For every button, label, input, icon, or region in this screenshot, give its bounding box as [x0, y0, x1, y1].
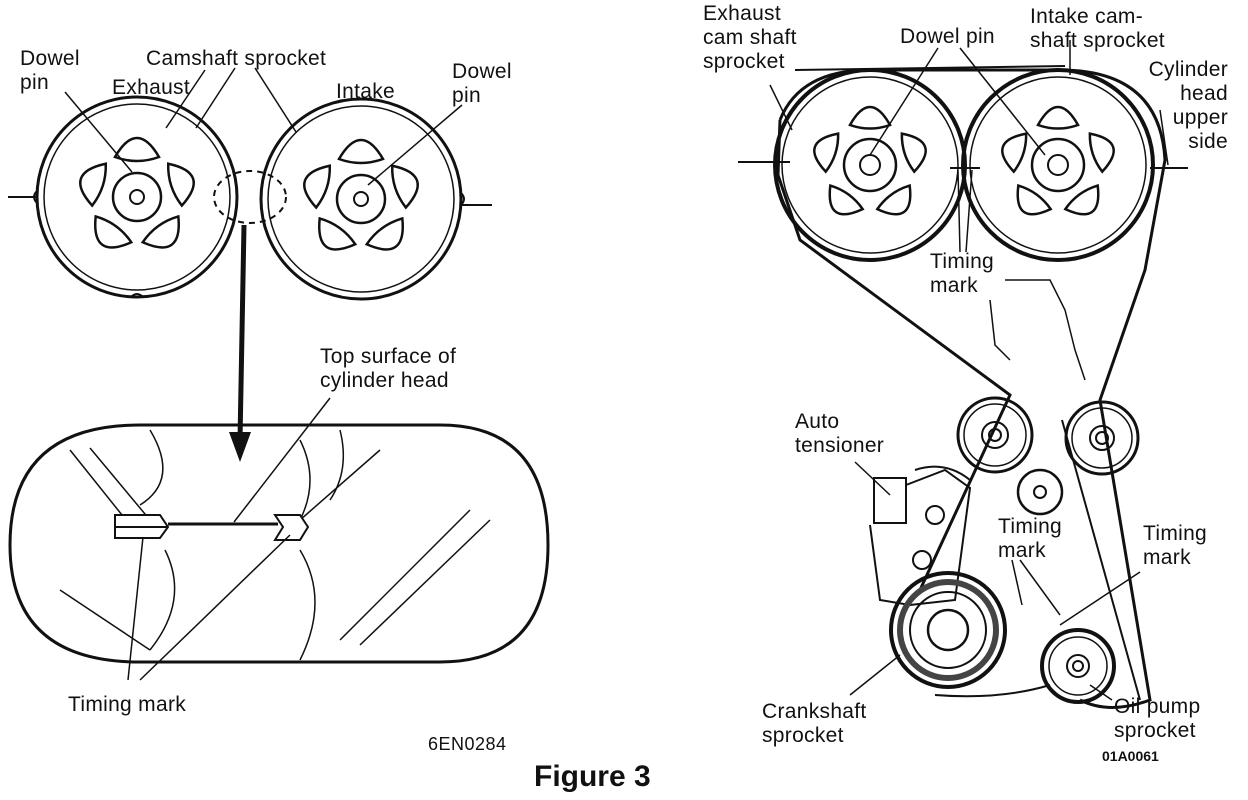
crankshaft-sprocket — [889, 571, 1007, 689]
small-pulley — [1016, 468, 1064, 516]
intake-cam-sprocket-label: Intake cam- shaft sprocket — [1030, 5, 1165, 52]
tensioner-pulley — [956, 396, 1034, 474]
engine-outline — [989, 279, 1086, 381]
timing-mark-upper-label: Timing mark — [930, 250, 995, 297]
timing-mark-right-label: Timing mark — [1143, 522, 1208, 569]
dowel-pin-label: Dowel pin — [900, 25, 995, 48]
top-surface-label: Top surface of cylinder head — [320, 345, 457, 392]
auto-tensioner-body — [869, 465, 972, 607]
exhaust-cam-sprocket-label: Exhaust cam shaft sprocket — [703, 2, 797, 73]
dowel-pin-right-label: Dowel pin — [452, 60, 512, 107]
right-figure-code: 01A0061 — [1102, 748, 1159, 764]
arrow-down — [229, 224, 251, 462]
camshaft-sprocket-label: Camshaft sprocket — [146, 47, 327, 70]
exhaust-label: Exhaust — [112, 76, 190, 99]
exhaust-sprocket — [33, 95, 239, 299]
left-leader-lines — [64, 67, 463, 186]
left-figure-code: 6EN0284 — [428, 734, 507, 754]
timing-mark-left-label: Timing mark — [68, 693, 187, 716]
oil-pump-sprocket-label: Oil pump sprocket — [1114, 695, 1201, 742]
exhaust-cam-sprocket — [773, 68, 967, 262]
dowel-pin-left-label: Dowel pin — [20, 47, 80, 94]
left-bottom-leaders — [127, 397, 331, 681]
oil-pump-sprocket — [1040, 628, 1116, 704]
crankshaft-sprocket-label: Crankshaft sprocket — [762, 700, 867, 747]
cylinder-head-detail — [8, 423, 550, 664]
cylinder-head-upper-side-label: Cylinder head upper side — [1148, 58, 1228, 153]
idler-pulley — [1064, 400, 1140, 476]
timing-belt — [776, 65, 1167, 709]
auto-tensioner-label: Auto tensioner — [795, 410, 885, 457]
intake-label: Intake — [336, 80, 396, 103]
intake-sprocket — [259, 97, 465, 301]
timing-highlight-circle — [213, 170, 287, 224]
right-leader-lines — [769, 40, 1169, 701]
figure-caption: Figure 3 — [534, 760, 651, 793]
timing-mark-middle-label: Timing mark — [998, 515, 1063, 562]
